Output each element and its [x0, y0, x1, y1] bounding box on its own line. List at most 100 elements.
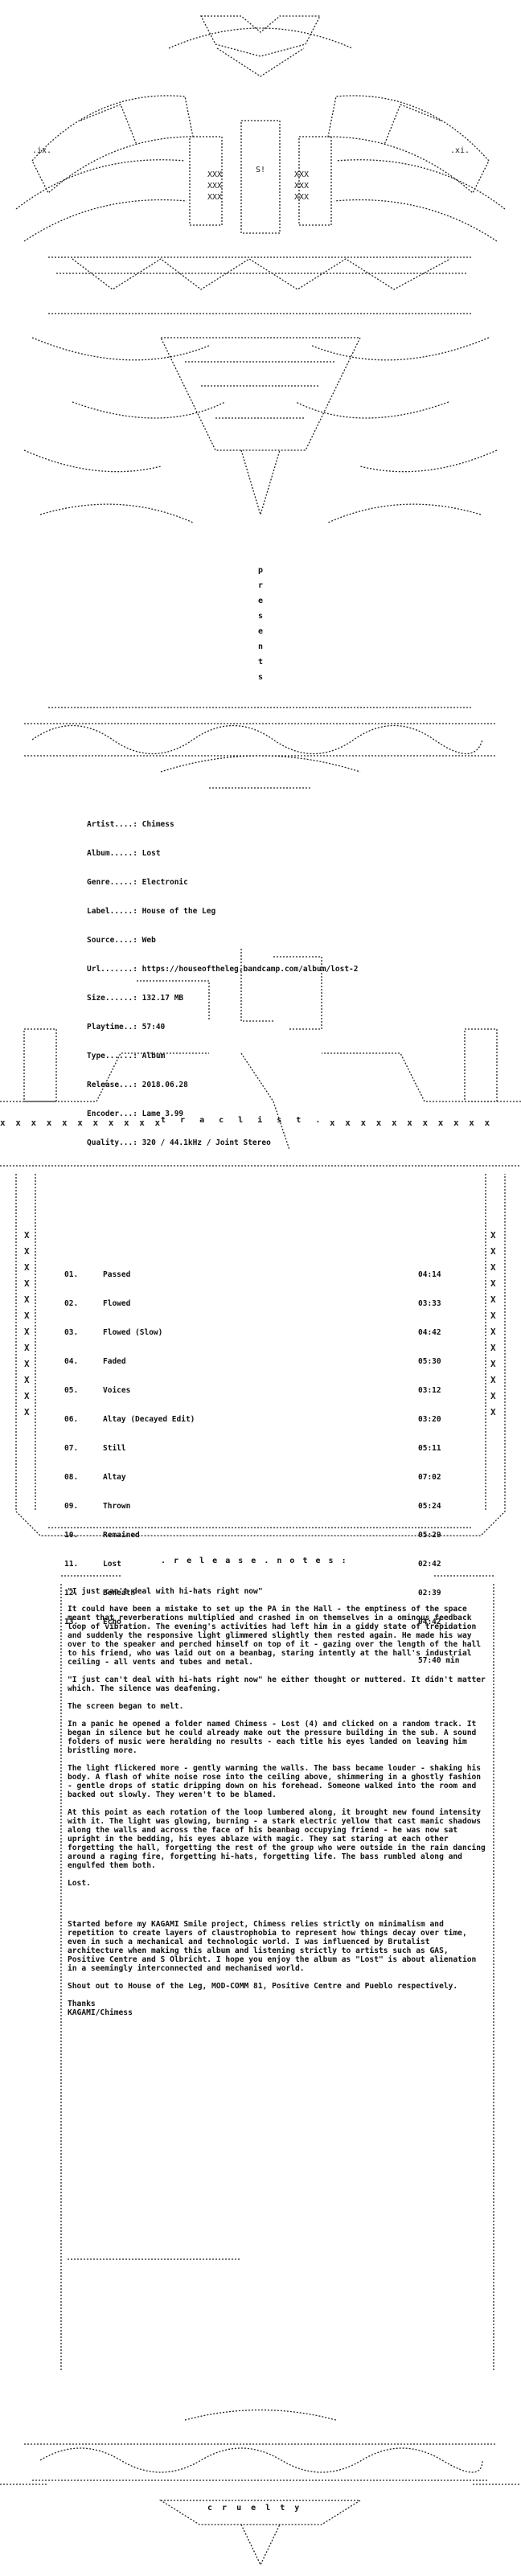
svg-text:.xi.: .xi.	[450, 146, 470, 155]
track-duration: 04:42	[418, 1328, 441, 1337]
info-value: 320 / 44.1kHz / Joint Stereo	[142, 1138, 271, 1147]
track-title: Still	[103, 1444, 126, 1453]
info-value: Electronic	[142, 878, 188, 887]
svg-text:X: X	[24, 1294, 30, 1305]
track-title: Voices	[103, 1386, 131, 1395]
info-label: Url.......:	[87, 965, 137, 974]
track-number: 04.	[64, 1357, 79, 1366]
notes-paragraph: The light flickered more - gently warmin…	[68, 1764, 482, 1799]
info-label: Genre.....:	[87, 878, 137, 887]
notes-paragraph: The screen began to melt.	[68, 1702, 184, 1711]
track-number: 03.	[64, 1328, 79, 1337]
group-logo-section	[0, 691, 521, 796]
svg-text:X: X	[490, 1230, 496, 1241]
release-notes-section: . r e l e a s e . n o t e s : "I just ca…	[0, 1552, 521, 2420]
notes-paragraph: Lost.	[68, 1879, 91, 1888]
notes-paragraph: "I just can't deal with hi-hats right no…	[68, 1587, 263, 1596]
info-row: Genre.....: Electronic	[87, 878, 358, 888]
svg-text:X: X	[24, 1278, 30, 1289]
info-row: Url.......: https://houseoftheleg.bandca…	[87, 965, 358, 974]
track-duration: 04:14	[418, 1270, 441, 1279]
footer-caption: c r u e l t y	[207, 2504, 302, 2512]
info-value: Album	[142, 1052, 166, 1060]
info-row: Size......: 132.17 MB	[87, 994, 358, 1003]
svg-text:X: X	[490, 1262, 496, 1273]
svg-text:XXX: XXX	[294, 170, 309, 179]
info-label: Playtime..:	[87, 1023, 137, 1032]
track-number: 09.	[64, 1502, 79, 1511]
presents-letter: t	[257, 658, 264, 667]
track-row: 06.Altay (Decayed Edit)03:20	[64, 1415, 466, 1425]
track-duration: 03:33	[418, 1299, 441, 1308]
info-value: 2018.06.28	[142, 1081, 188, 1089]
info-label: Type......:	[87, 1052, 137, 1060]
info-value: Chimess	[142, 820, 174, 829]
info-label: Source....:	[87, 936, 137, 945]
track-title: Flowed	[103, 1299, 131, 1308]
notes-paragraph: It could have been a mistake to set up t…	[68, 1605, 482, 1667]
svg-text:X: X	[24, 1262, 30, 1273]
svg-text:X: X	[490, 1327, 496, 1337]
info-label: Quality...:	[87, 1138, 137, 1147]
presents-letter: e	[257, 597, 264, 605]
track-number: 08.	[64, 1473, 79, 1482]
svg-text:X: X	[490, 1294, 496, 1305]
footer-section: c r u e l t y	[0, 2404, 521, 2576]
track-row: 04. Faded 05:30	[64, 1357, 466, 1367]
track-title: Lost	[103, 1560, 121, 1569]
track-title: Faded	[103, 1357, 126, 1366]
track-duration: 02:39	[418, 1589, 441, 1598]
svg-text:XXX: XXX	[207, 193, 222, 202]
info-label: Encoder...:	[87, 1110, 137, 1118]
notes-paragraph: Shout out to House of the Leg, MOD-COMM …	[68, 1982, 458, 1991]
svg-text:XXX: XXX	[294, 193, 309, 202]
svg-text:XXX: XXX	[207, 170, 222, 179]
track-row: 01. Passed 04:14	[64, 1270, 466, 1280]
info-value: Lame 3.99	[142, 1110, 184, 1118]
track-title: Passed	[103, 1270, 131, 1279]
svg-text:X: X	[24, 1407, 30, 1417]
track-duration: 05:24	[418, 1502, 441, 1511]
track-row: 03.Flowed (Slow)04:42	[64, 1328, 466, 1338]
presents-letter: n	[257, 642, 264, 651]
info-label: Artist....:	[87, 820, 137, 829]
info-row: Artist....: Chimess	[87, 820, 358, 830]
presents-letter: r	[257, 581, 264, 590]
track-number: 05.	[64, 1386, 79, 1395]
info-label: Size......:	[87, 994, 137, 1003]
notes-paragraph: "I just can't deal with hi-hats right no…	[68, 1676, 486, 1693]
info-row: Album.....: Lost	[87, 849, 358, 859]
info-value: Lost	[142, 849, 161, 858]
svg-text:X: X	[24, 1375, 30, 1385]
track-duration: 07:02	[418, 1473, 441, 1482]
ascii-ornament-art: .ix. .xi. XXX XXX XXX XXX XXX XXX S!	[15, 15, 506, 523]
info-url-link[interactable]: https://houseoftheleg.bandcamp.com/album…	[142, 965, 359, 974]
tracklist-section: x x x x x x x x x x x x x x x x x x x x …	[0, 933, 521, 1665]
notes-paragraph: Started before my KAGAMI Smile project, …	[68, 1920, 477, 1973]
track-number: 01.	[64, 1270, 79, 1279]
release-info-table: Artist....: Chimess Album.....: Lost Gen…	[87, 801, 358, 1167]
svg-text:XXX: XXX	[294, 182, 309, 191]
track-title: Remained	[103, 1531, 140, 1540]
track-title: Altay (Decayed Edit)	[103, 1415, 195, 1424]
svg-text:X: X	[490, 1246, 496, 1257]
track-title: Thrown	[103, 1502, 131, 1511]
svg-text:X: X	[24, 1359, 30, 1369]
track-duration: 05:30	[418, 1357, 441, 1366]
info-label: Album.....:	[87, 849, 137, 858]
track-title: Beneath	[103, 1589, 136, 1598]
track-duration: 05:29	[418, 1531, 441, 1540]
release-info-section: Artist....: Chimess Album.....: Lost Gen…	[0, 801, 521, 1147]
track-duration: 02:42	[418, 1560, 441, 1569]
info-value: 57:40	[142, 1023, 166, 1032]
track-number: 07.	[64, 1444, 79, 1453]
svg-text:X: X	[490, 1278, 496, 1289]
track-duration: 03:20	[418, 1415, 441, 1424]
